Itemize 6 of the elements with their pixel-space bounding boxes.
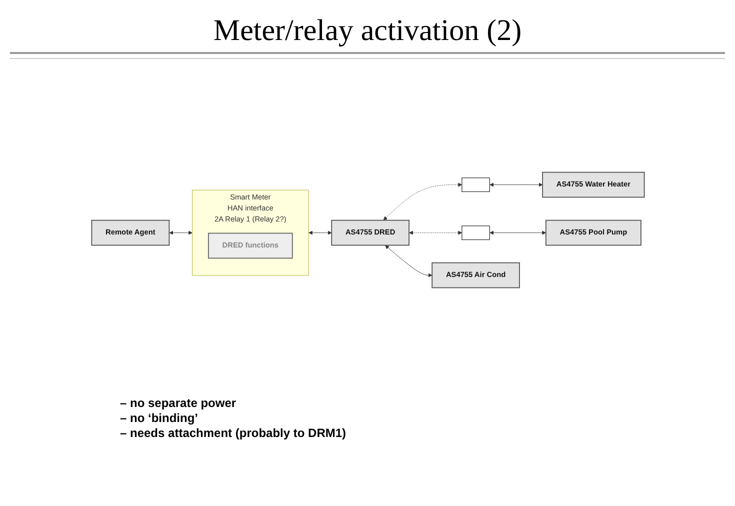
title: Meter/relay activation (2) — [212, 14, 523, 48]
note-text: – no ‘binding’ — [120, 411, 199, 425]
node-box — [461, 226, 490, 240]
note-text: – needs attachment (probably to DRM1) — [120, 426, 348, 440]
node-box — [461, 177, 490, 192]
note-text: – no separate power — [120, 396, 238, 410]
